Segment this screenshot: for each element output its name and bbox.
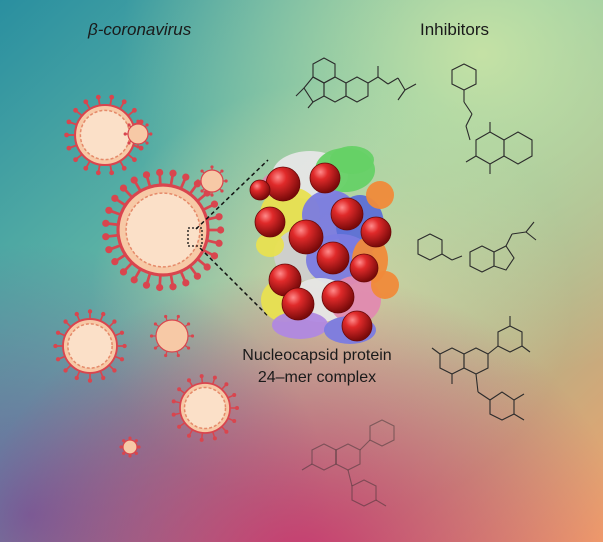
inhibitors-title: Inhibitors <box>420 20 489 39</box>
virus-icon <box>196 165 228 197</box>
zoom-line-top <box>195 159 269 230</box>
zoom-line-bottom <box>199 247 269 317</box>
red-sphere <box>321 280 355 314</box>
protein-lobe <box>330 146 374 174</box>
protein-lobe <box>272 311 328 339</box>
molecule-icon <box>431 316 531 421</box>
red-sphere <box>316 241 350 275</box>
red-sphere <box>360 216 392 248</box>
virus-icon <box>123 119 153 149</box>
virus-title: β-coronavirus <box>88 20 192 39</box>
protein-label-line2: 24–mer complex <box>257 369 377 386</box>
red-sphere <box>281 287 315 321</box>
red-sphere <box>288 219 324 255</box>
red-sphere <box>254 206 286 238</box>
virus-icon <box>53 309 127 383</box>
protein-label-line1: Nucleocapsid protein <box>242 347 392 364</box>
molecule-icon <box>301 419 395 507</box>
molecule-icon <box>295 57 417 109</box>
red-sphere <box>309 162 341 194</box>
red-sphere <box>341 310 373 342</box>
red-sphere <box>249 179 271 201</box>
virus-icon <box>149 314 195 358</box>
virus-icon <box>119 436 141 458</box>
protein-lobe <box>366 181 394 209</box>
virus-icon <box>171 374 239 442</box>
molecule-icon <box>451 63 533 174</box>
virus-icon <box>102 168 225 292</box>
protein-lobe <box>256 233 284 257</box>
protein-lobe <box>371 271 399 299</box>
red-sphere <box>349 253 379 283</box>
red-sphere <box>330 197 364 231</box>
molecule-icon <box>417 221 537 273</box>
